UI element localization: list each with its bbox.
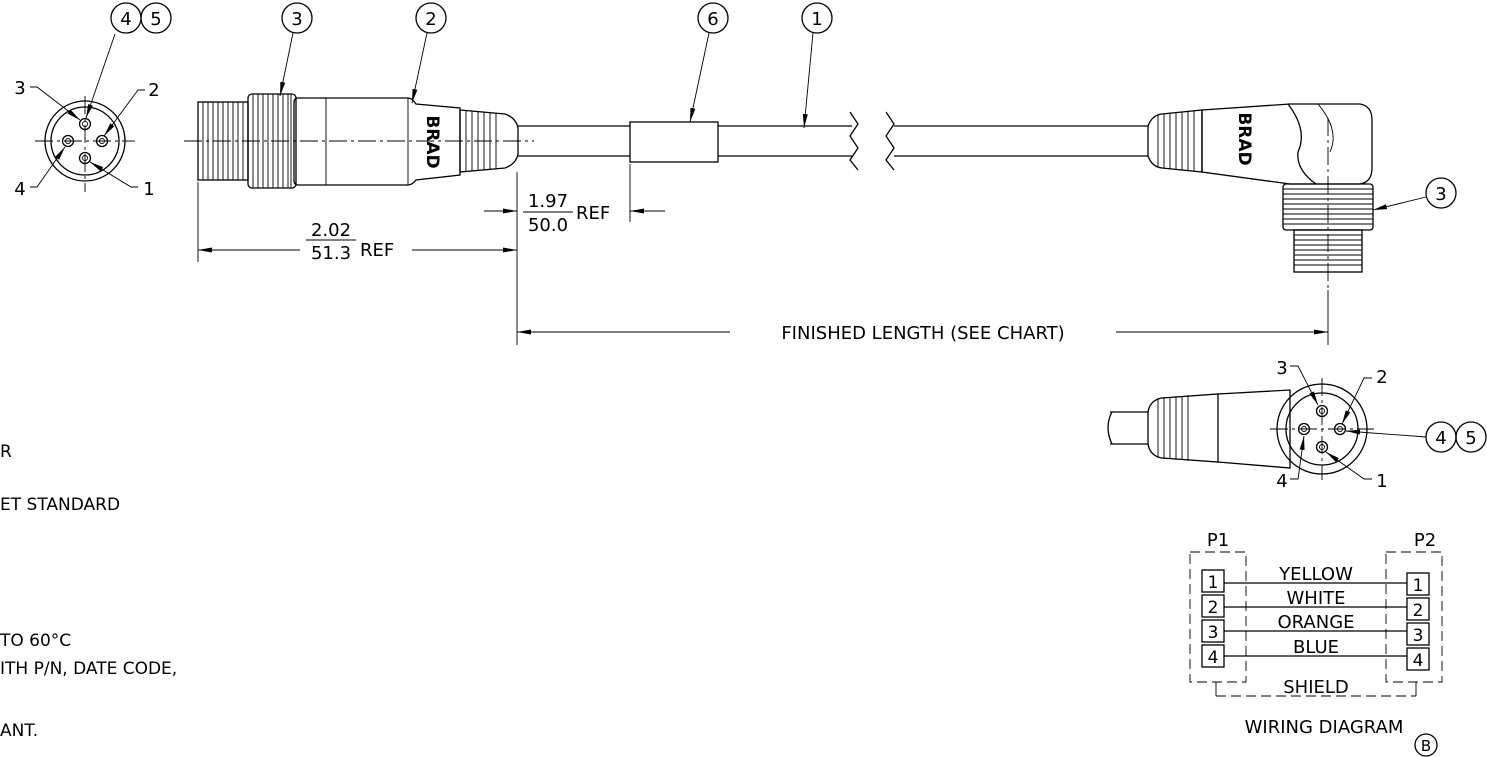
note-line-2: ET STANDARD	[0, 495, 120, 515]
pin-label-4-right: 4	[1276, 471, 1287, 492]
balloon-6: 6	[707, 9, 718, 30]
wiring-diagram-title: WIRING DIAGRAM	[1245, 717, 1404, 738]
wiring-p2-label: P2	[1414, 530, 1436, 551]
pin-label-3-right: 3	[1276, 358, 1287, 379]
dim-sleeve-offset-mm: 50.0	[528, 215, 568, 236]
pin-label-4: 4	[14, 179, 25, 200]
wire-shield-label: SHIELD	[1283, 677, 1349, 698]
wiring-p2-pin-4: 4	[1413, 651, 1424, 671]
wiring-diagram: P1 P2 1 2 3 4 1 2 3 4 YELLOW WHITE ORANG…	[1189, 530, 1443, 757]
item-balloons: 4 5 3 2 6 1	[110, 2, 833, 129]
dim-connector-length-in: 2.02	[311, 220, 351, 241]
balloon-3: 3	[291, 9, 302, 30]
wiring-p1-pin-2: 2	[1208, 598, 1219, 618]
note-line-4: ITH P/N, DATE CODE,	[0, 659, 177, 679]
dim-connector-ref: REF	[360, 240, 394, 261]
wiring-p1-pin-1: 1	[1208, 573, 1219, 593]
brand-mark-right: BRAD	[1234, 112, 1254, 165]
balloon-1: 1	[811, 9, 822, 30]
dim-sleeve-ref: REF	[576, 203, 610, 224]
dim-sleeve-offset-in: 1.97	[528, 191, 568, 212]
note-line-5: ANT.	[0, 721, 38, 741]
balloon-2: 2	[425, 9, 436, 30]
brand-mark-left: BRAD	[422, 115, 442, 168]
dim-finished-length: FINISHED LENGTH (SEE CHART)	[781, 323, 1064, 344]
wiring-p2-pin-2: 2	[1413, 601, 1424, 621]
balloon-4: 4	[120, 9, 131, 30]
wiring-p2-pin-1: 1	[1413, 576, 1424, 596]
right-end-view: 3 2 4 1 4 5	[1107, 358, 1487, 492]
wiring-p1-label: P1	[1207, 530, 1229, 551]
wire-blue-label: BLUE	[1293, 637, 1339, 658]
balloon-5-right: 5	[1465, 428, 1476, 449]
view-letter-b: B	[1421, 737, 1431, 755]
wiring-p2-pin-3: 3	[1413, 626, 1424, 646]
balloon-5: 5	[150, 9, 161, 30]
balloon-4-right: 4	[1435, 428, 1446, 449]
pin-label-1-right: 1	[1376, 471, 1387, 492]
wire-yellow-label: YELLOW	[1278, 564, 1353, 585]
wiring-p1-pin-4: 4	[1208, 648, 1219, 668]
wire-white-label: WHITE	[1286, 588, 1345, 609]
pin-label-2: 2	[148, 80, 159, 101]
dim-connector-length-mm: 51.3	[311, 243, 351, 264]
wire-orange-label: ORANGE	[1277, 612, 1354, 633]
note-line-1: R	[0, 442, 12, 462]
pin-label-2-right: 2	[1376, 367, 1387, 388]
dimensions: 2.02 51.3 REF 1.97 50.0 REF FINISHED LEN…	[197, 164, 1329, 345]
pin-label-3: 3	[14, 78, 25, 99]
wiring-p1-pin-3: 3	[1208, 623, 1219, 643]
cable	[518, 111, 1148, 171]
left-end-view: 3 2 4 1	[14, 33, 160, 200]
note-line-3: TO 60°C	[0, 631, 71, 651]
balloon-3-right: 3	[1435, 184, 1446, 205]
notes: R ET STANDARD TO 60°C ITH P/N, DATE CODE…	[0, 442, 177, 741]
straight-connector: BRAD	[184, 93, 534, 189]
pin-label-1: 1	[143, 179, 154, 200]
right-angle-connector: BRAD 3	[1147, 103, 1457, 290]
